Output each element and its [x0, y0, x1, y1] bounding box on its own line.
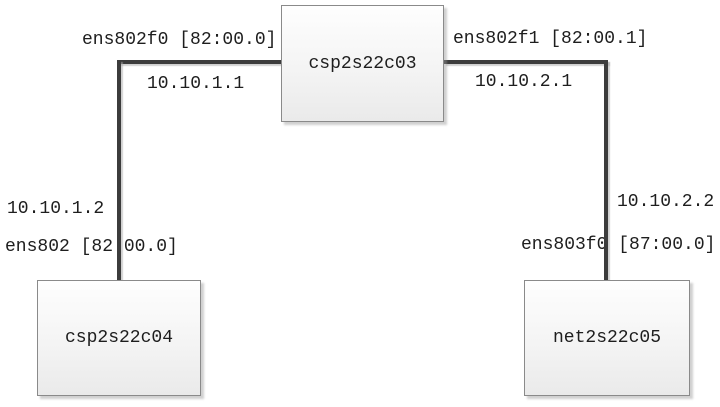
link-right-bottom-interface-label: ens803f0 [87:00.0]	[521, 235, 716, 255]
node-csp2s22c04-label: csp2s22c04	[64, 328, 174, 348]
link-right-top-interface-label: ens802f1 [82:00.1]	[453, 29, 648, 49]
link-left-bottom-ip-label: 10.10.1.2	[7, 199, 105, 219]
link-right-vertical-segment	[604, 60, 608, 280]
link-left-top-interface-label: ens802f0 [82:00.0]	[82, 30, 277, 50]
link-right-horizontal-segment	[444, 60, 608, 64]
node-net2s22c05: net2s22c05	[524, 280, 690, 396]
node-csp2s22c03-label: csp2s22c03	[308, 53, 417, 74]
node-csp2s22c03: csp2s22c03	[281, 5, 444, 122]
link-left-vertical-segment	[117, 60, 121, 280]
link-left-bottom-interface-label: ens802 [82:00.0]	[5, 237, 178, 257]
link-left-top-ip-label: 10.10.1.1	[147, 74, 245, 94]
node-csp2s22c04: csp2s22c04	[37, 280, 201, 396]
link-right-bottom-ip-label: 10.10.2.2	[617, 192, 715, 212]
link-right-top-ip-label: 10.10.2.1	[475, 72, 573, 92]
node-net2s22c05-label: net2s22c05	[552, 328, 662, 348]
link-left-horizontal-segment	[117, 60, 281, 64]
